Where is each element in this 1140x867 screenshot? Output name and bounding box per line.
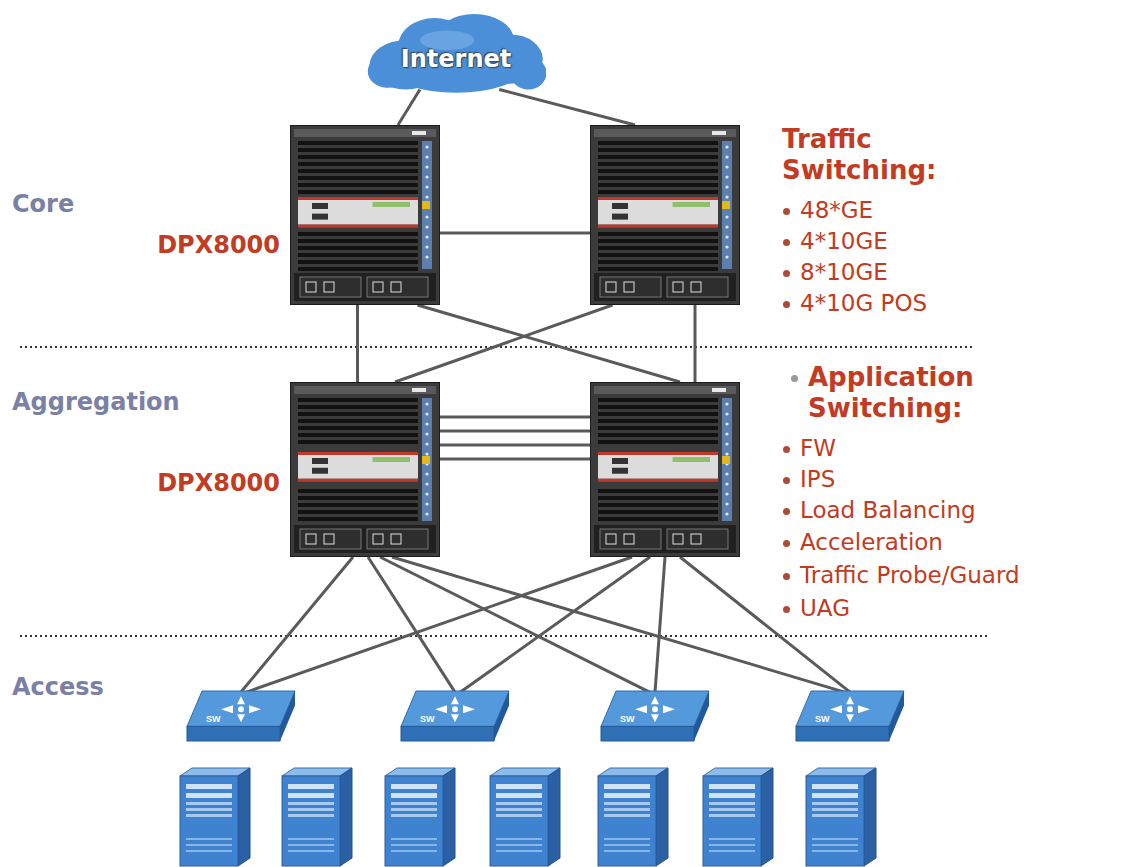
chassis-shape <box>290 125 440 305</box>
network-link <box>655 557 665 692</box>
list-bullet <box>783 540 790 547</box>
feature-item: 4*10G POS <box>800 290 927 318</box>
chassis-device <box>590 125 740 305</box>
list-bullet <box>783 446 790 453</box>
list-bullet <box>783 270 790 277</box>
list-bullet <box>783 301 790 308</box>
internet-cloud: Internet <box>366 14 546 96</box>
network-link <box>241 557 353 692</box>
switch-shape <box>600 690 710 742</box>
feature-item: FW <box>800 435 836 463</box>
network-link <box>440 416 590 419</box>
switch-label: SW <box>206 714 221 725</box>
switch-label: SW <box>815 714 830 725</box>
network-link <box>694 305 697 382</box>
tier-divider <box>20 635 990 637</box>
access-switch: SW <box>400 690 510 742</box>
switch-label: SW <box>620 714 635 725</box>
network-link <box>247 557 633 692</box>
network-link <box>398 89 420 125</box>
feature-heading: Application Switching: <box>808 362 1048 424</box>
feature-item: UAG <box>800 595 850 623</box>
tier-label: Access <box>12 673 104 702</box>
list-bullet <box>791 375 798 382</box>
network-link <box>461 557 651 692</box>
device-model-label: DPX8000 <box>157 469 280 498</box>
feature-item: Traffic Probe/Guard <box>800 562 1020 590</box>
list-bullet <box>783 239 790 246</box>
device-model-label: DPX8000 <box>157 231 280 260</box>
feature-item: 8*10GE <box>800 259 888 287</box>
feature-item: 4*10GE <box>800 228 888 256</box>
chassis-shape <box>590 382 740 557</box>
network-link <box>392 557 845 692</box>
network-link <box>418 305 681 382</box>
chassis-device <box>590 382 740 557</box>
cloud-label: Internet <box>401 45 511 74</box>
feature-item: Acceleration <box>800 529 943 557</box>
switch-label: SW <box>420 714 435 725</box>
network-link <box>440 232 590 235</box>
server-icons <box>180 768 876 866</box>
access-switch: SW <box>600 690 710 742</box>
list-bullet <box>783 606 790 613</box>
chassis-device: DPX8000 <box>290 125 440 305</box>
list-bullet <box>783 477 790 484</box>
list-bullet <box>783 508 790 515</box>
list-bullet <box>783 208 790 215</box>
chassis-shape <box>290 382 440 557</box>
feature-item: 48*GE <box>800 197 873 225</box>
switch-shape <box>400 690 510 742</box>
network-link <box>440 458 590 461</box>
switch-shape <box>795 690 905 742</box>
chassis-device: DPX8000 <box>290 382 440 557</box>
network-link <box>499 89 635 125</box>
access-switch: SW <box>186 690 296 742</box>
feature-heading: Traffic Switching: <box>782 124 982 186</box>
network-link <box>380 557 650 692</box>
access-switch: SW <box>795 690 905 742</box>
tier-label: Aggregation <box>12 388 180 417</box>
network-link <box>440 430 590 433</box>
switch-shape <box>186 690 296 742</box>
feature-item: Load Balancing <box>800 497 976 525</box>
network-link <box>356 305 359 382</box>
feature-item: IPS <box>800 466 835 494</box>
tier-label: Core <box>12 190 74 219</box>
chassis-shape <box>590 125 740 305</box>
network-link <box>440 444 590 447</box>
network-link <box>395 305 613 382</box>
list-bullet <box>783 573 790 580</box>
